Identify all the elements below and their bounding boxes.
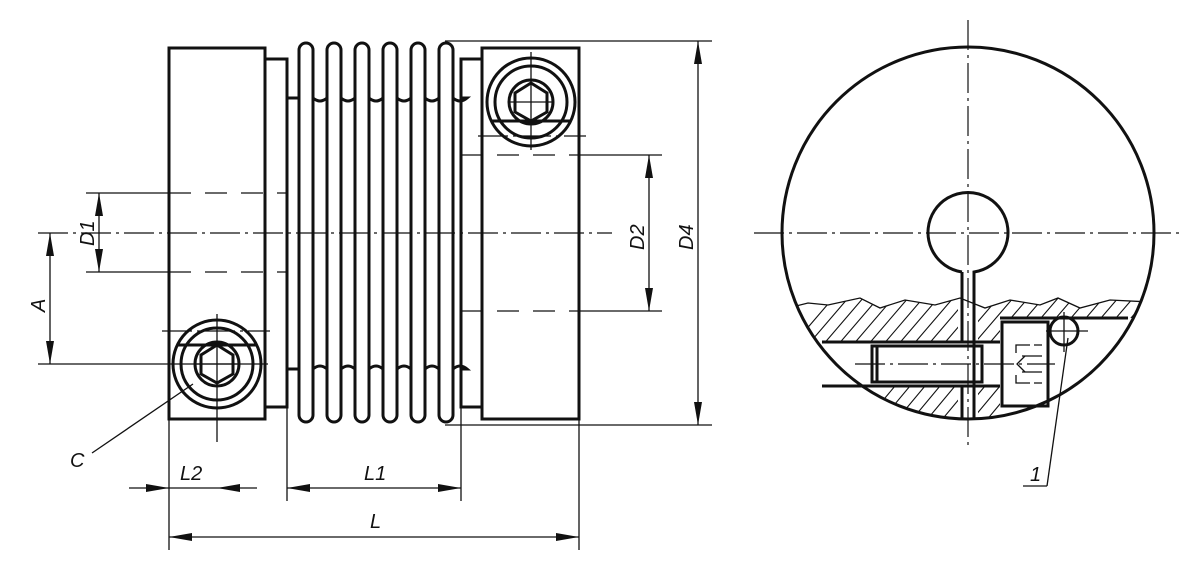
label-D2: D2 (627, 224, 649, 250)
label-D1: D1 (77, 220, 99, 246)
label-A: A (28, 299, 50, 313)
bore-with-slot (926, 190, 1010, 420)
end-view-detail: 1 (754, 20, 1182, 487)
label-item-1: 1 (1030, 464, 1041, 486)
label-L1: L1 (364, 463, 386, 485)
label-L2: L2 (180, 463, 202, 485)
label-D4: D4 (676, 224, 698, 250)
clamp-screw-right (478, 52, 586, 150)
side-view: C D1 A D2 D4 L2 L1 (28, 40, 712, 550)
label-C: C (70, 450, 85, 472)
clamp-screw-left (38, 314, 270, 442)
label-L: L (370, 511, 381, 533)
